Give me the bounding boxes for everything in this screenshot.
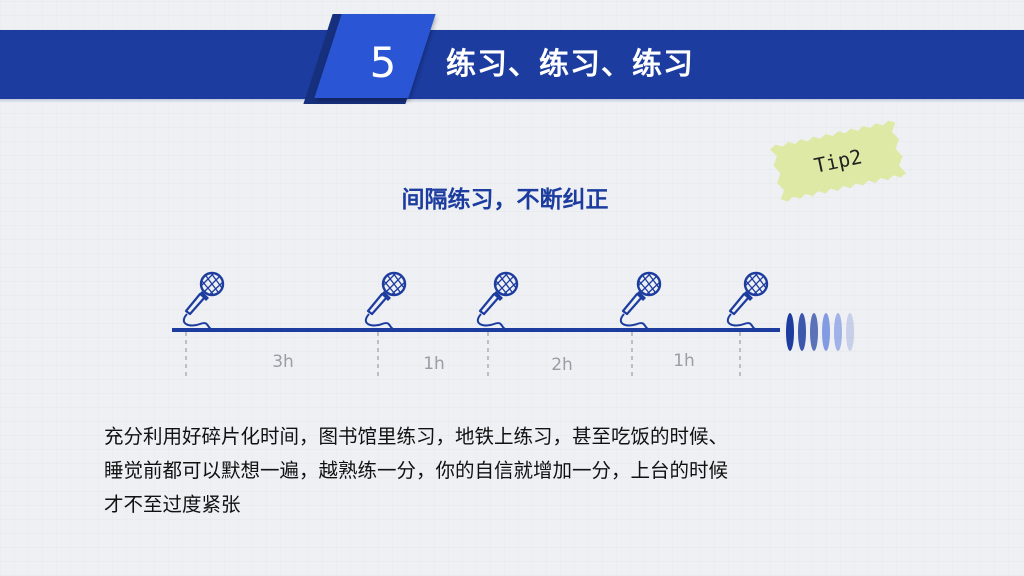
end-oval [810,313,818,351]
microphone-icon [726,271,769,332]
end-oval [822,313,830,351]
end-oval [786,313,794,351]
timeline-end-ovals [786,313,854,351]
subtitle: 间隔练习，不断纠正 [401,187,609,213]
body-paragraph: 充分利用好碎片化时间，图书馆里练习，地铁上练习，甚至吃饭的时候、 睡觉前都可以默… [104,420,934,522]
microphone-icon [364,271,407,332]
interval-label: 3h [272,352,294,372]
interval-label: 1h [673,351,695,371]
end-oval [834,313,842,351]
section-number: 5 [369,38,397,87]
body-line: 睡觉前都可以默想一遍，越熟练一分，你的自信就增加一分，上台的时候 [104,459,729,482]
timeline-ticks [185,332,741,380]
section-title: 练习、练习、练习 [446,47,694,82]
body-line: 充分利用好碎片化时间，图书馆里练习，地铁上练习，甚至吃饭的时候、 [104,425,729,448]
end-oval [798,313,806,351]
end-oval [846,313,854,351]
microphone-icon [619,271,662,332]
interval-label: 2h [551,355,573,375]
microphone-icon [182,271,225,332]
header-band [0,30,1024,99]
header-band-shadow [0,99,1024,103]
microphone-icon [476,271,519,332]
body-line: 才不至过度紧张 [104,493,241,516]
interval-label: 1h [423,354,445,374]
